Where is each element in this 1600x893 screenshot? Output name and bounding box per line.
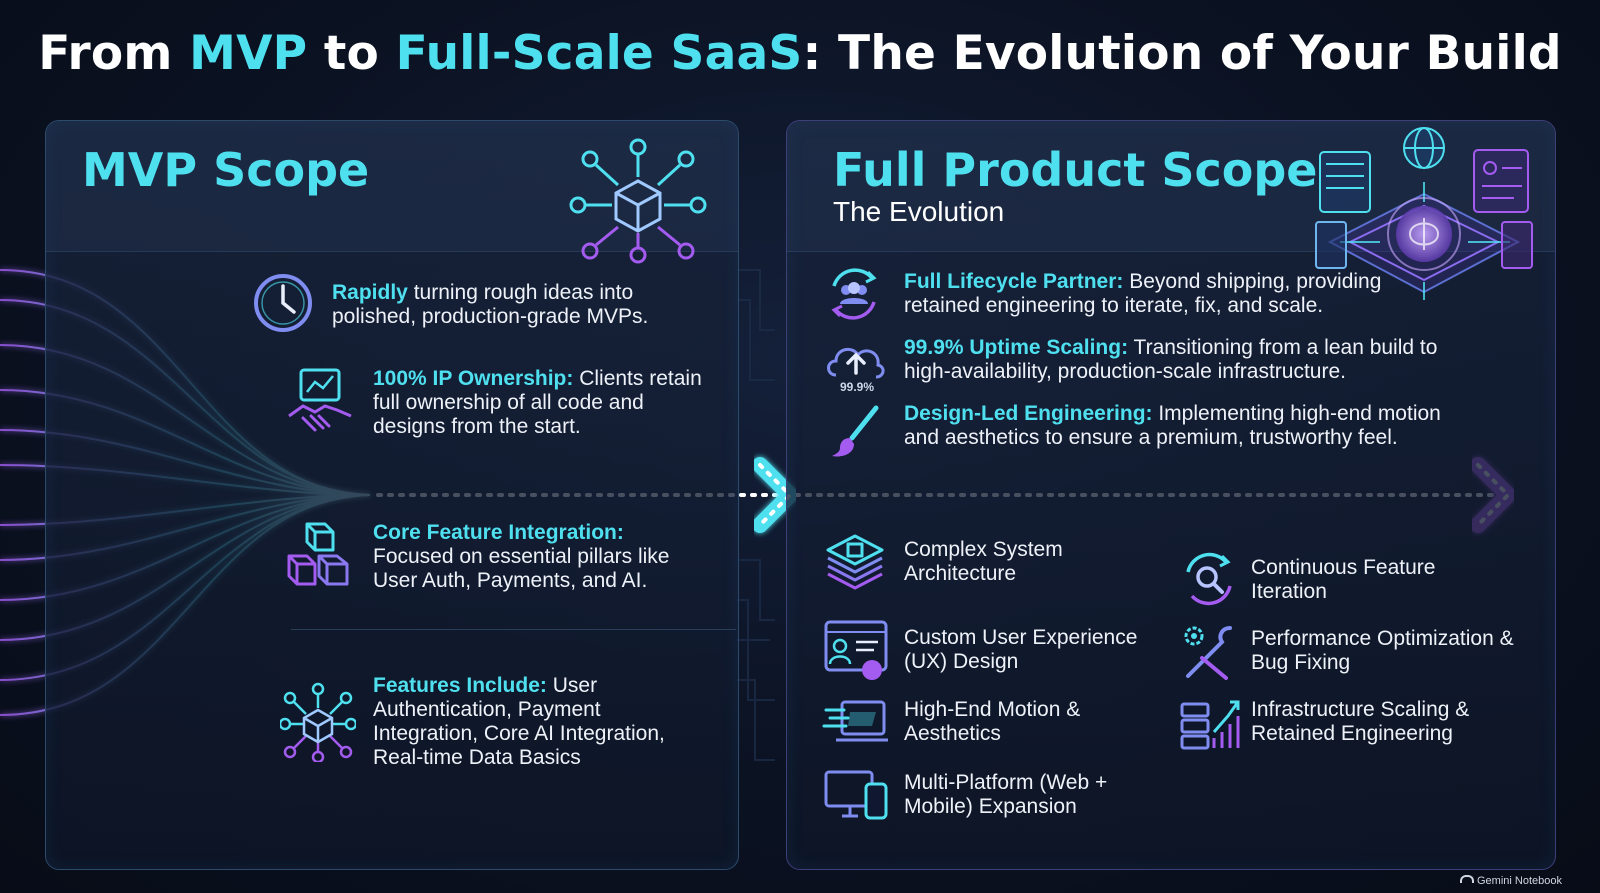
grid-item-multiplatform: Multi-Platform (Web + Mobile) Expansion bbox=[904, 771, 1108, 818]
mvp-item-core-features: Core Feature Integration: Focused on ess… bbox=[373, 521, 708, 593]
full-item-lifecycle: Full Lifecycle Partner: Beyond shipping,… bbox=[904, 270, 1444, 318]
clock-icon bbox=[254, 274, 312, 332]
layers-icon bbox=[826, 534, 884, 590]
iteration-search-icon bbox=[1186, 552, 1232, 606]
item-text: Implementing high-end motion and aesthet… bbox=[904, 402, 1441, 449]
footer-brand: Gemini Notebook bbox=[1460, 875, 1562, 887]
footer-text: Gemini Notebook bbox=[1477, 875, 1562, 887]
mvp-scope-heading: MVP Scope bbox=[82, 143, 370, 197]
grid-item-performance: Performance Optimization & Bug Fixing bbox=[1251, 627, 1514, 674]
item-lead: 99.9% Uptime Scaling: bbox=[904, 336, 1129, 359]
title-highlight-saas: Full-Scale SaaS bbox=[395, 26, 803, 81]
mvp-item-features-include: Features Include: User Authentication, P… bbox=[373, 674, 688, 770]
mvp-item-ip-ownership: 100% IP Ownership: Clients retain full o… bbox=[373, 367, 703, 439]
grid-item-ux-design: Custom User Experience (UX) Design bbox=[904, 626, 1138, 673]
title-text: to bbox=[307, 26, 396, 81]
mvp-scope-panel: MVP Scope bbox=[45, 120, 739, 870]
grid-item-architecture: Complex System Architecture bbox=[904, 538, 1063, 585]
cubes-icon bbox=[287, 522, 349, 586]
lifecycle-team-icon bbox=[831, 268, 877, 320]
mvp-panel-header bbox=[46, 121, 738, 252]
page-title: From MVP to Full-Scale SaaS: The Evoluti… bbox=[0, 26, 1600, 81]
item-text: Clients retain full ownership of all cod… bbox=[373, 367, 702, 438]
title-text: From bbox=[38, 26, 190, 81]
ai-server-illustration bbox=[1315, 127, 1533, 300]
item-text: Focused on essential pillars like User A… bbox=[373, 545, 670, 592]
item-text: Beyond shipping, providing retained engi… bbox=[904, 270, 1382, 317]
full-item-design-led: Design-Led Engineering: Implementing hig… bbox=[904, 402, 1464, 450]
handshake-icon bbox=[288, 368, 352, 432]
title-highlight-mvp: MVP bbox=[189, 26, 308, 81]
mvp-divider bbox=[291, 629, 736, 630]
ux-design-icon bbox=[824, 620, 888, 680]
paintbrush-icon bbox=[832, 405, 879, 457]
server-growth-icon bbox=[1180, 700, 1240, 750]
multi-device-icon bbox=[824, 770, 888, 820]
wrench-gear-icon bbox=[1184, 626, 1232, 680]
item-lead: Core Feature Integration: bbox=[373, 521, 624, 544]
item-text: Transitioning from a lean build to high-… bbox=[904, 336, 1438, 383]
grid-item-motion: High-End Motion & Aesthetics bbox=[904, 698, 1081, 745]
title-text: : The Evolution of Your Build bbox=[802, 26, 1562, 81]
full-scope-heading: Full Product Scope bbox=[833, 143, 1318, 197]
gemini-logo-icon bbox=[1460, 875, 1474, 883]
item-lead: Full Lifecycle Partner: bbox=[904, 270, 1124, 293]
item-text: User Authentication, Payment Integration… bbox=[373, 674, 665, 769]
item-lead: Design-Led Engineering: bbox=[904, 402, 1153, 425]
grid-item-iteration: Continuous Feature Iteration bbox=[1251, 556, 1436, 603]
item-lead: Features Include: bbox=[373, 674, 547, 697]
uptime-badge: 99.9% bbox=[839, 380, 875, 394]
item-lead: Rapidly bbox=[332, 281, 408, 304]
full-scope-subheading: The Evolution bbox=[833, 196, 1005, 227]
cloud-upload-icon bbox=[827, 347, 885, 379]
item-lead: 100% IP Ownership: bbox=[373, 367, 574, 390]
full-item-uptime: 99.9% Uptime Scaling: Transitioning from… bbox=[904, 336, 1444, 384]
motion-laptop-icon bbox=[822, 700, 888, 742]
network-icon bbox=[280, 682, 356, 762]
item-text: turning rough ideas into polished, produ… bbox=[332, 281, 649, 328]
grid-item-infrastructure: Infrastructure Scaling & Retained Engine… bbox=[1251, 698, 1470, 745]
network-hub-icon bbox=[569, 138, 707, 264]
mvp-item-rapid: Rapidly turning rough ideas into polishe… bbox=[332, 281, 702, 329]
